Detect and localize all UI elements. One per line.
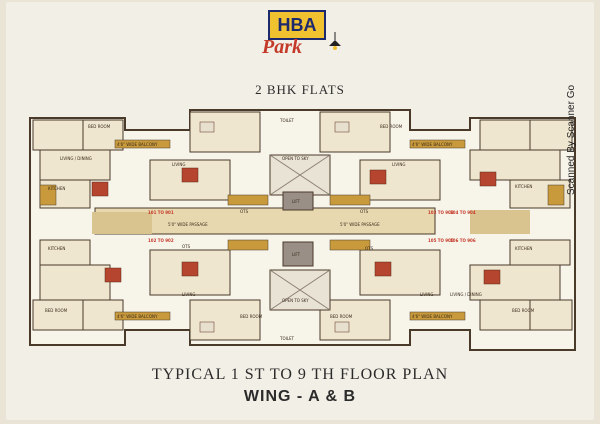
living-label-1: LIVING — [172, 162, 185, 167]
passage-label-right: 5'0" WIDE PASSAGE — [340, 222, 380, 227]
ots-label-1: OTS — [240, 209, 249, 214]
bed-room-label-6: BED ROOM — [380, 124, 403, 129]
bed-7 — [374, 261, 392, 277]
bed-room-10 — [319, 299, 391, 341]
open-to-sky-top: OPEN TO SKY — [282, 156, 309, 161]
bed-room-5 — [479, 119, 531, 151]
bed-room-4 — [319, 111, 391, 153]
balcony-label-4: 4'6" WIDE BALCONY — [412, 314, 453, 319]
bed-5 — [104, 267, 122, 283]
central-core — [269, 154, 331, 311]
living-label-3: LIVING — [182, 292, 195, 297]
lift-bottom — [282, 241, 314, 267]
balcony-3 — [114, 311, 171, 321]
flat-number-2: 102 TO 902 — [148, 238, 174, 243]
logo-name: Park — [262, 36, 302, 58]
balcony-label-1: 4'6" WIDE BALCONY — [117, 142, 158, 147]
kitchen-label-4: KITCHEN — [515, 246, 532, 251]
living-room-7 — [359, 249, 441, 296]
flat-number-5: 105 TO 905 — [428, 238, 454, 243]
kitchen-label-3: KITCHEN — [48, 246, 65, 251]
floor-plan-title: TYPICAL 1 ST TO 9 TH FLOOR PLAN — [151, 366, 449, 383]
living-dining-label-1: LIVING / DINING — [60, 156, 92, 161]
living-label-2: LIVING — [392, 162, 405, 167]
balcony-label-2: 4'6" WIDE BALCONY — [412, 142, 453, 147]
passage-left-wood — [92, 212, 152, 234]
bed-room-label-1: BED ROOM — [45, 308, 68, 313]
bed-4 — [479, 171, 497, 187]
balcony-2 — [409, 139, 466, 149]
ots-label-4: OTS — [182, 244, 191, 249]
balcony-1 — [114, 139, 171, 149]
balcony-label-3: 4'6" WIDE BALCONY — [117, 314, 158, 319]
lamp-icon — [329, 32, 341, 50]
ots-label-3: OTS — [365, 246, 374, 251]
bed-room-7 — [32, 299, 84, 331]
living-label-4: LIVING — [420, 292, 433, 297]
balcony-4 — [409, 311, 466, 321]
bed-room-label-5: BED ROOM — [88, 124, 111, 129]
flat-number-1: 101 TO 901 — [148, 210, 174, 215]
bed-2 — [181, 167, 199, 183]
scanner-watermark: Scanned By Scanner Go — [566, 84, 577, 195]
bed-3 — [369, 169, 387, 185]
bed-room-12 — [529, 299, 573, 331]
kitchen-5 — [39, 239, 91, 266]
living-dining-label-2: LIVING / DINING — [450, 292, 482, 297]
passage-label-left: 5'0" WIDE PASSAGE — [168, 222, 208, 227]
flat-number-6: 106 TO 906 — [450, 238, 476, 243]
lift-label-top: LIFT — [292, 199, 301, 204]
wood-strip-1 — [227, 194, 269, 206]
lift-label-bottom: LIFT — [292, 252, 301, 257]
toilet-label-1: TOILET — [279, 118, 295, 123]
lift-top — [282, 191, 314, 211]
wood-strip-3 — [227, 239, 269, 251]
logo-brand: HBA — [268, 10, 326, 40]
kitchen-label-2: KITCHEN — [515, 184, 532, 189]
bed-room-1 — [32, 119, 84, 151]
toilet-label-2: TOILET — [279, 336, 295, 341]
kitchen-label-1: KITCHEN — [48, 186, 65, 191]
bed-room-2 — [82, 119, 124, 151]
bed-12 — [334, 321, 350, 333]
wood-strip-2 — [329, 194, 371, 206]
hba-park-logo: HBA Park — [258, 10, 350, 70]
bed-room-11 — [479, 299, 531, 331]
open-to-sky-bottom: OPEN TO SKY — [282, 298, 309, 303]
ots-label-2: OTS — [360, 209, 369, 214]
living-room-5 — [39, 264, 111, 301]
bed-room-9 — [189, 299, 261, 341]
living-room-8 — [469, 264, 561, 301]
bed-room-6 — [529, 119, 573, 151]
bed-1 — [91, 181, 109, 197]
kitchen-counter-1 — [39, 184, 57, 206]
passage-right-wood — [470, 210, 530, 234]
wood-strip-4 — [329, 239, 371, 251]
kitchen-counter-2 — [547, 184, 565, 206]
living-room-1 — [39, 149, 111, 181]
bed-room-label-4: BED ROOM — [512, 308, 535, 313]
kitchen-8 — [509, 239, 571, 266]
bed-9 — [199, 121, 215, 133]
bed-10 — [334, 121, 350, 133]
flat-number-4: 104 TO 904 — [450, 210, 476, 215]
wing-label: WING - A & B — [243, 388, 357, 405]
flat-number-3: 103 TO 903 — [428, 210, 454, 215]
bed-8 — [483, 269, 501, 285]
bed-6 — [181, 261, 199, 277]
flat-type-heading: 2 BHK FLATS — [255, 82, 345, 97]
bed-room-label-2: BED ROOM — [240, 314, 263, 319]
bed-room-label-3: BED ROOM — [330, 314, 353, 319]
bed-11 — [199, 321, 215, 333]
